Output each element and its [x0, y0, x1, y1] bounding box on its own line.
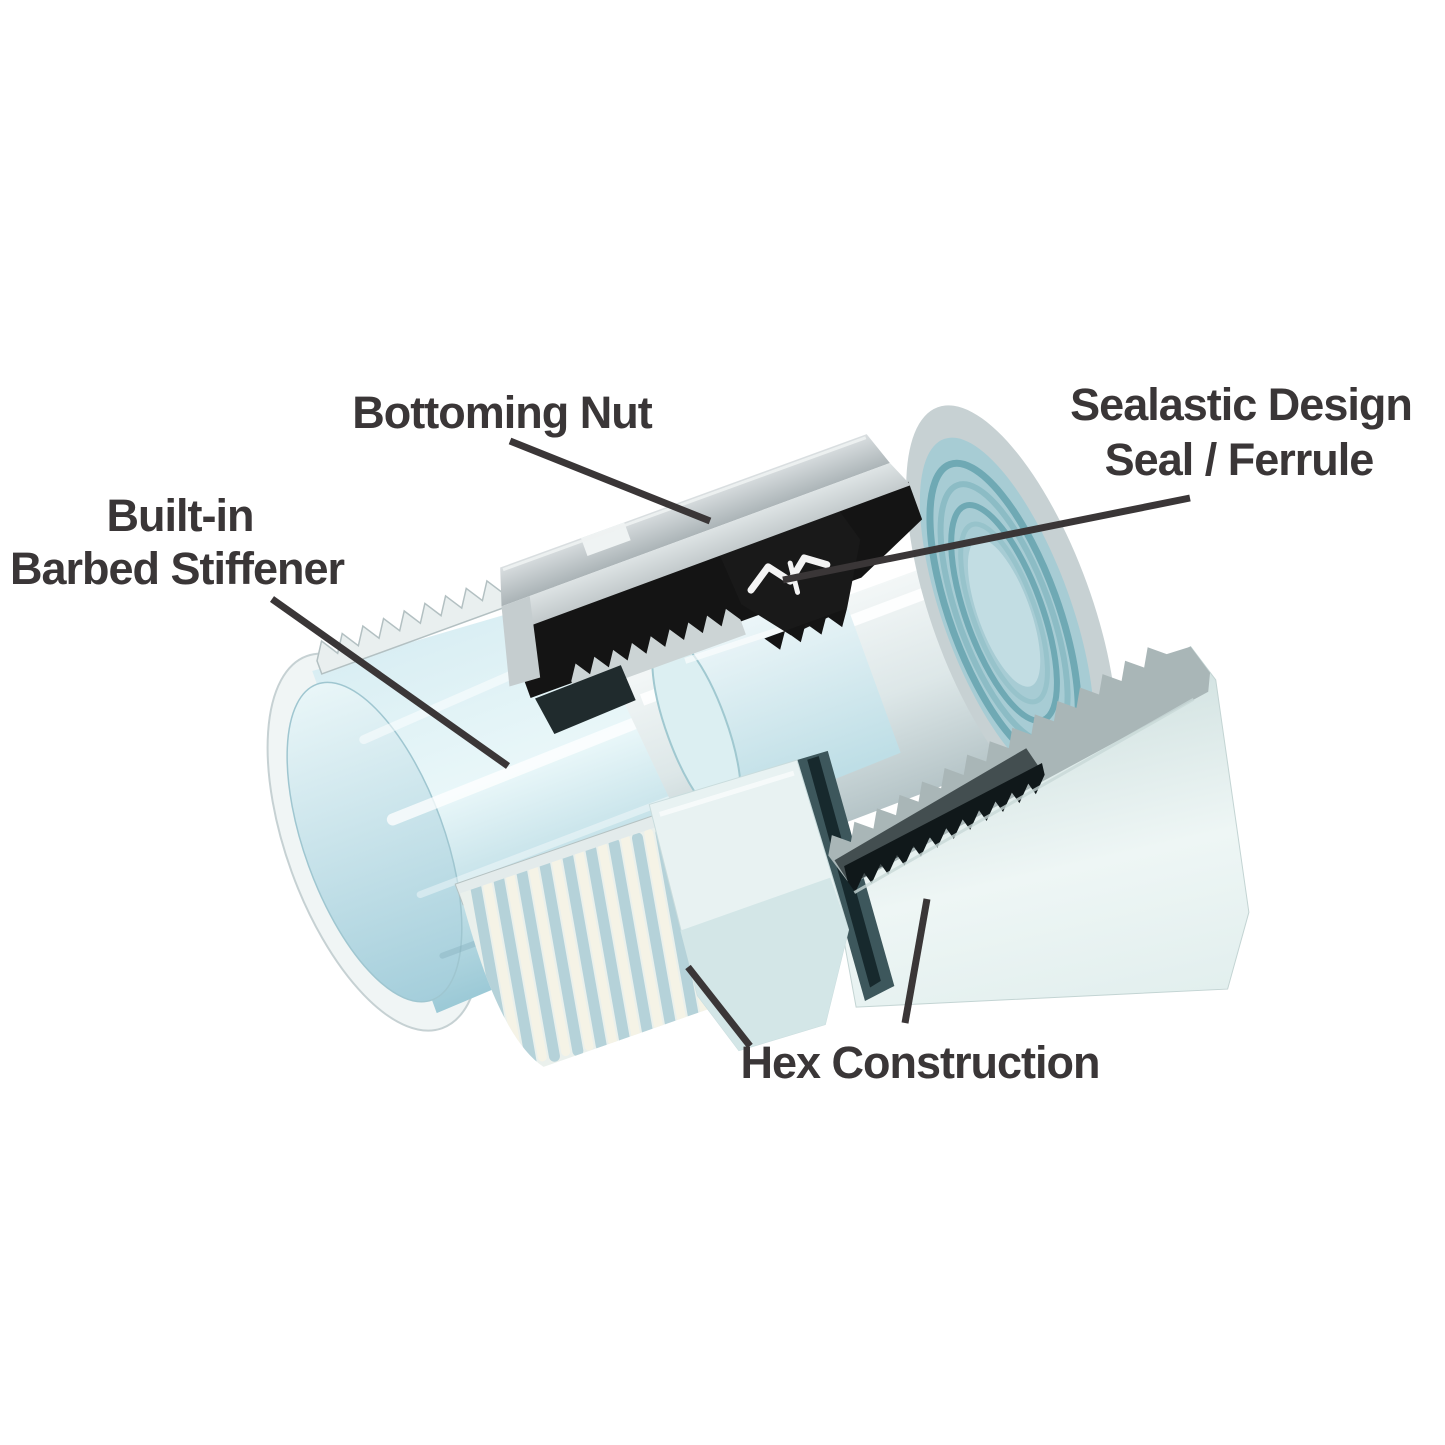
- bottoming-nut-part: [500, 434, 911, 687]
- label-sealastic-line2: Seal / Ferrule: [1105, 434, 1374, 485]
- seal-teeth: [764, 608, 848, 650]
- hex-facet-line: [853, 698, 1195, 894]
- label-bottoming-nut: Bottoming Nut: [352, 387, 652, 438]
- hex-body-face: [828, 645, 1250, 1008]
- nut-outer-surface: [500, 434, 890, 607]
- cavity-slot: [535, 665, 636, 735]
- label-hex-construction: Hex Construction: [740, 1037, 1099, 1088]
- nut-top-highlight: [502, 436, 867, 572]
- leader-barbed-stiffener: [269, 596, 511, 769]
- nut-left-chamfer: [501, 596, 541, 687]
- hex-body-part: [797, 645, 1250, 1008]
- nut-groove-notch: [580, 522, 631, 556]
- internal-thread-rings: [926, 459, 1082, 767]
- nut-cut-face: [501, 462, 911, 635]
- leader-sealastic: [782, 494, 1191, 584]
- male-threads-part: [454, 809, 715, 1073]
- label-sealastic-line1: Sealastic Design: [1070, 379, 1412, 430]
- bore-opening: [286, 681, 463, 1003]
- label-built-in-line2: Barbed Stiffener: [10, 543, 345, 594]
- leader-bottoming-nut: [508, 437, 712, 525]
- hex-body-cut-teeth: [844, 763, 1045, 893]
- leader-hex-nut: [685, 964, 753, 1049]
- leader-hex-body: [901, 898, 931, 1024]
- hex-nut-highlight: [658, 770, 795, 817]
- cup-core: [967, 539, 1041, 687]
- leader-lines: [269, 437, 1191, 1049]
- label-built-in-line1: Built-in: [107, 490, 254, 541]
